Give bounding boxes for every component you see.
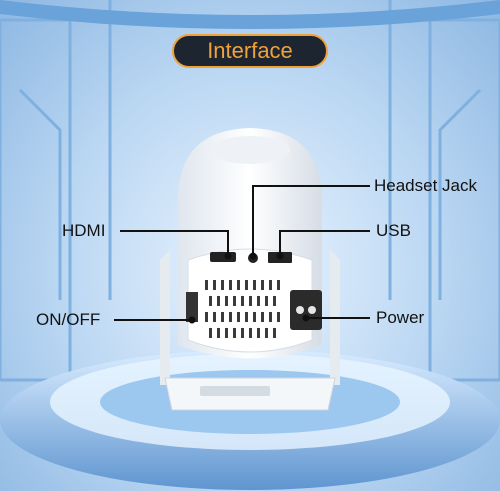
label-power: Power — [376, 308, 425, 327]
label-headset-jack: Headset Jack — [374, 176, 477, 195]
label-usb: USB — [376, 221, 411, 240]
projector-top — [210, 136, 290, 164]
label-plate — [200, 386, 270, 396]
label-on-off: ON/OFF — [36, 310, 101, 329]
interface-title: Interface — [172, 34, 328, 68]
vent-grille — [205, 280, 280, 338]
power-socket — [290, 290, 322, 330]
background-panels — [0, 0, 500, 382]
stand-left-arm — [160, 250, 170, 385]
label-hdmi: HDMI — [62, 221, 106, 240]
ceiling-ring — [0, 0, 500, 29]
on-off-switch — [186, 292, 198, 322]
hdmi-port — [210, 252, 236, 262]
callout-lines — [114, 185, 370, 324]
